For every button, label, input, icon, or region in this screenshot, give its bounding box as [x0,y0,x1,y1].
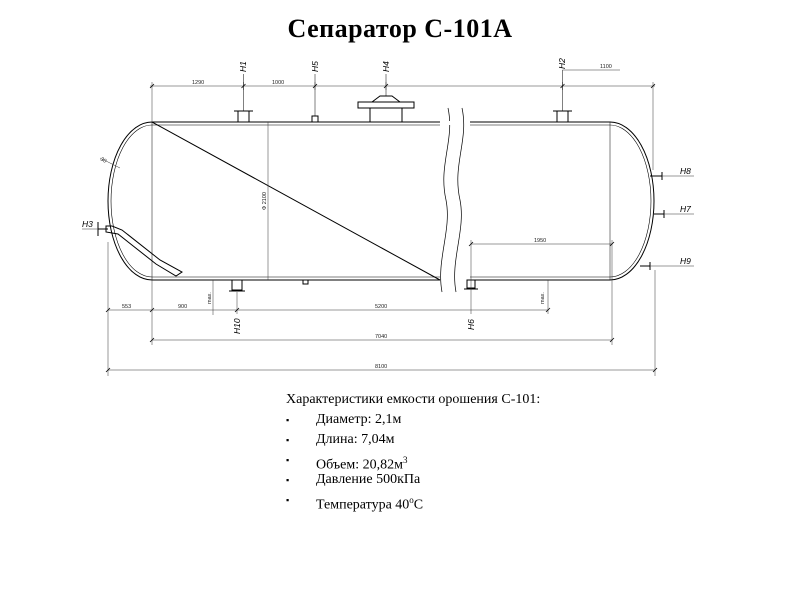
spec-temperature-degree: о [409,495,414,505]
break-line-right [454,107,465,293]
label-h5: H5 [310,61,320,72]
vessel-inner-shell [110,124,652,278]
nozzle-h2 [556,110,569,123]
vessel-shell [107,121,655,281]
dim-small-left: max. [207,292,213,304]
nozzle-h4-manhole [357,95,415,122]
list-item: ▪ Объем: 20,82м3 [286,450,540,473]
bullet-icon: ▪ [286,435,290,445]
spec-pressure: Давление 500кПа [316,472,421,487]
spec-length: Длина: 7,04м [316,432,395,447]
dim-900: 900 [178,304,187,310]
nozzle-h5 [311,115,319,123]
label-h2: H2 [557,58,567,69]
dim-1100: 1100 [600,64,612,70]
page-title: Сепаратор С-101А [287,14,513,43]
dim-diameter: Ф 2100 [262,192,268,210]
label-h1: H1 [238,61,248,72]
nozzle-h10 [231,279,243,291]
bottom-stub [302,279,309,285]
label-h3: H3 [82,219,93,229]
spec-volume-unit-power: 3 [402,455,408,465]
dim-1290: 1290 [192,80,204,86]
nozzle-h1 [237,110,250,123]
label-h9: H9 [680,256,691,266]
list-item: ▪ Длина: 7,04м [286,430,540,450]
bullet-icon: ▪ [286,455,290,465]
spec-volume: Объем: 20,82м [316,457,403,473]
specs-block: Характеристики емкости орошения С-101: ▪… [286,390,541,513]
label-h7: H7 [680,204,691,214]
list-item: ▪ Температура 40оС [286,490,540,513]
specs-list: ▪ Диаметр: 2,1м ▪ Длина: 7,04м ▪ Объем: … [286,410,540,513]
dim-5200: 5200 [375,304,387,310]
spec-temperature: Температура 40 [316,497,410,513]
spec-temperature-unit: С [413,497,424,513]
nozzle-h3-pipe [105,225,183,277]
dim-1950: 1950 [534,238,546,244]
dim-8100: 8100 [375,364,387,370]
bullet-icon: ▪ [286,495,290,505]
bullet-icon: ▪ [286,475,290,485]
dim-1000: 1000 [272,80,284,86]
dim-7040: 7040 [375,334,387,340]
dim-angle-30: 30 [99,157,107,165]
bullet-icon: ▪ [286,415,290,425]
break-line-left [440,107,451,293]
dim-553: 553 [122,304,131,310]
label-h8: H8 [680,166,691,176]
label-h6: H6 [466,319,476,330]
list-item: ▪ Диаметр: 2,1м [286,410,540,430]
label-h4: H4 [381,61,391,72]
specs-heading: Характеристики емкости орошения С-101: [286,392,541,407]
label-h10: H10 [232,318,242,334]
spec-diameter: Диаметр: 2,1м [316,412,402,427]
list-item: ▪ Давление 500кПа [286,470,540,490]
dim-small-right: max. [540,292,546,304]
separator-drawing: 1290 1000 1100 1950 553 900 5200 7040 81… [82,58,694,376]
